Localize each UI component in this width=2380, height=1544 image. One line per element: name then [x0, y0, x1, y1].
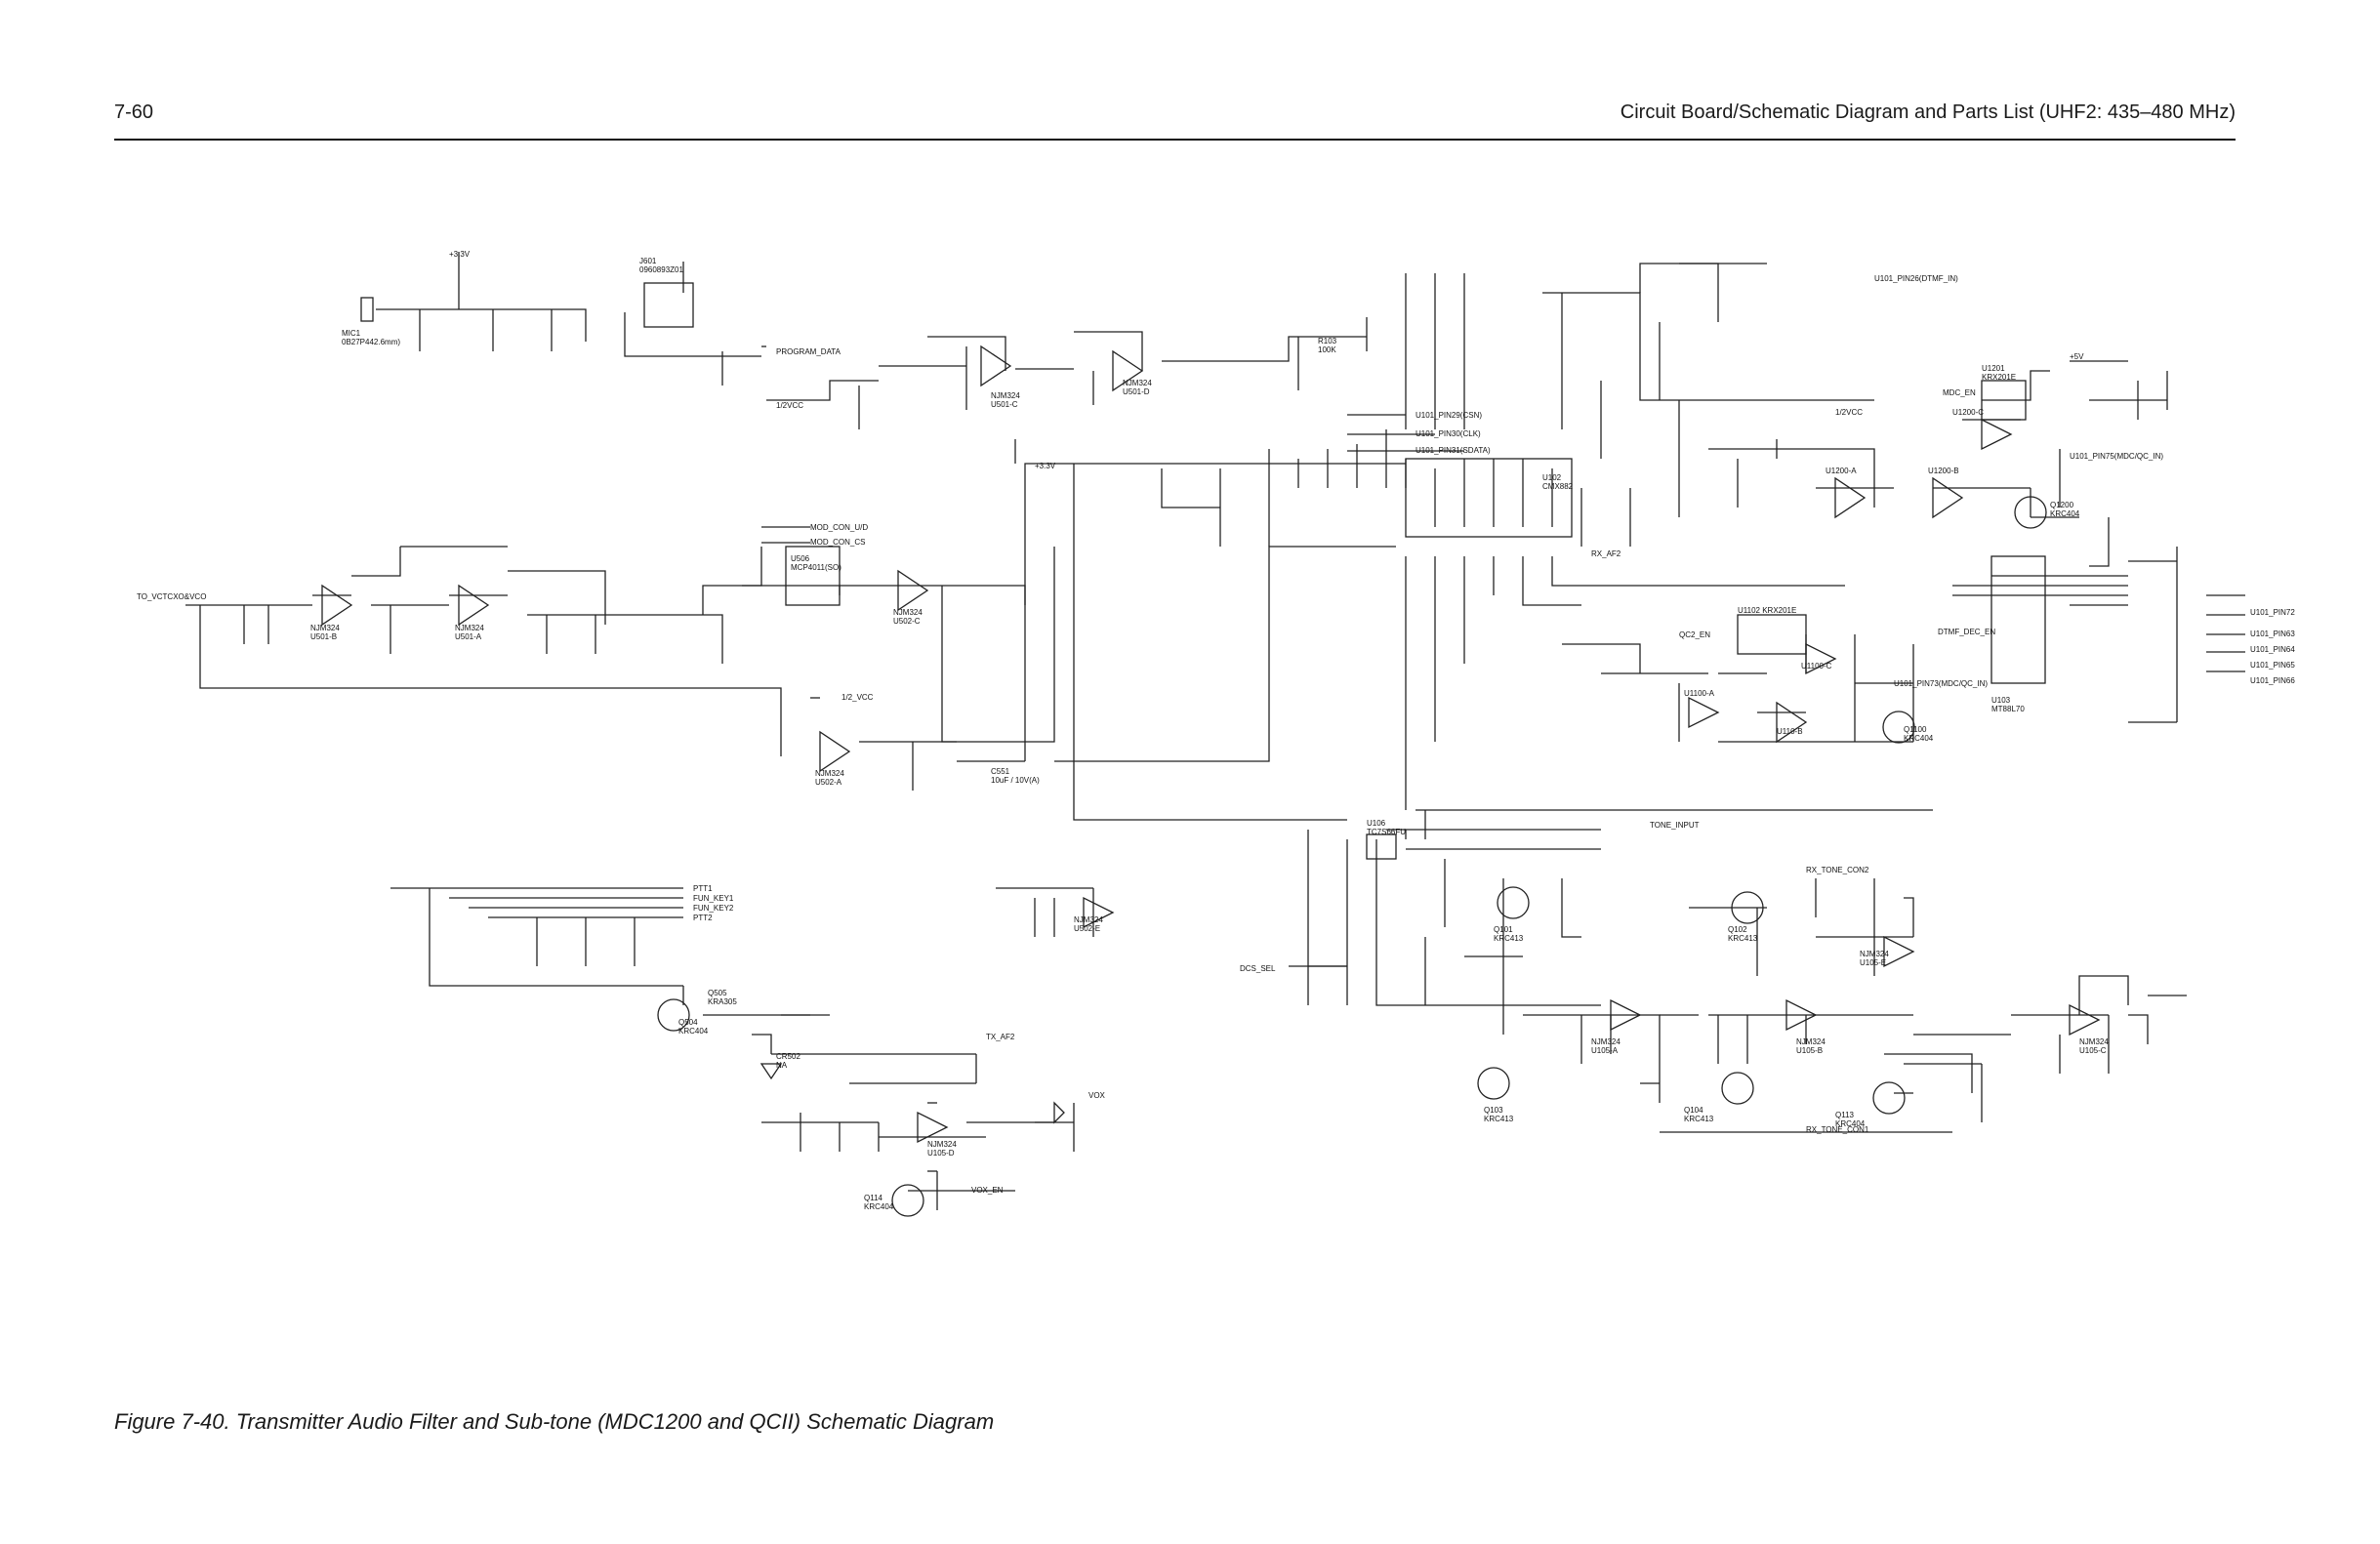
running-title: Circuit Board/Schematic Diagram and Part… — [1620, 102, 2236, 123]
figure-caption: Figure 7-40. Transmitter Audio Filter an… — [114, 1409, 995, 1434]
u1100c-label: U1100-C — [1801, 662, 1832, 670]
component-symbols — [321, 282, 2101, 1217]
dcs-sel-label: DCS_SEL — [1240, 964, 1276, 973]
ptt2-label: PTT2 — [693, 914, 713, 922]
u101-pin63-label: U101_PIN63 — [2250, 630, 2295, 638]
rx-tone-con1-label: RX_TONE_CON1 — [1806, 1125, 1869, 1134]
u101-pin75-label: U101_PIN75(MDC/QC_IN) — [2070, 452, 2163, 461]
u1200a-label: U1200-A — [1826, 467, 1857, 475]
vox-en-label: VOX_EN — [971, 1186, 1004, 1195]
u101-pin65-label: U101_PIN65 — [2250, 661, 2295, 670]
u1102-label: U1102 KRX201E — [1738, 606, 1796, 615]
half-vcc-label: 1/2VCC — [776, 401, 803, 410]
u101-pin66-label: U101_PIN66 — [2250, 676, 2295, 685]
u101-pin31-label: U101_PIN31(SDATA) — [1416, 446, 1491, 455]
vox-label: VOX — [1088, 1091, 1106, 1100]
rx-tone-con2-label: RX_TONE_CON2 — [1806, 866, 1869, 874]
half-vcc-right-label: 1/2VCC — [1835, 408, 1863, 417]
u1100a-label: U1100-A — [1684, 689, 1715, 698]
dtmf-dec-en-label: DTMF_DEC_EN — [1938, 628, 1995, 636]
u101-pin29-label: U101_PIN29(CSN) — [1416, 411, 1482, 420]
u101-pin73-label: U101_PIN73(MDC/QC_IN) — [1894, 679, 1988, 688]
mod-con-ud-label: MOD_CON_U/D — [810, 523, 868, 532]
qc2-en-label: QC2_EN — [1679, 630, 1710, 639]
to-vctcxo-label: TO_VCTCXO&VCO — [137, 592, 206, 601]
rx-af2-label: RX_AF2 — [1591, 549, 1621, 558]
ptt1-label: PTT1 — [693, 884, 713, 893]
u101-pin26-label: U101_PIN26(DTMF_IN) — [1874, 274, 1958, 283]
u1100b-label: U110-B — [1777, 727, 1803, 736]
u1200b-label: U1200-B — [1928, 467, 1959, 475]
half-vcc-mid-label: 1/2_VCC — [841, 693, 874, 702]
plus33v-label: +3.3V — [1035, 462, 1056, 470]
mod-con-cs-label: MOD_CON_CS — [810, 538, 865, 547]
fun-key2-label: FUN_KEY2 — [693, 904, 734, 913]
tone-input-label: TONE_INPUT — [1650, 821, 1700, 830]
tx-af2-label: TX_AF2 — [986, 1033, 1015, 1041]
plus5v-label: +5V — [2070, 352, 2084, 361]
u1200c-label: U1200-C — [1952, 408, 1984, 417]
mdc-en-label: MDC_EN — [1943, 388, 1976, 397]
fun-key1-label: FUN_KEY1 — [693, 894, 734, 903]
u101-pin72-label: U101_PIN72 — [2250, 608, 2295, 617]
u101-pin64-label: U101_PIN64 — [2250, 645, 2295, 654]
program-data-label: PROGRAM_DATA — [776, 347, 841, 356]
vcc-label: +3.3V — [449, 250, 471, 259]
u101-pin30-label: U101_PIN30(CLK) — [1416, 429, 1481, 438]
wires — [185, 252, 2245, 1210]
header-rule — [114, 139, 2236, 141]
page-number: 7-60 — [114, 102, 154, 123]
